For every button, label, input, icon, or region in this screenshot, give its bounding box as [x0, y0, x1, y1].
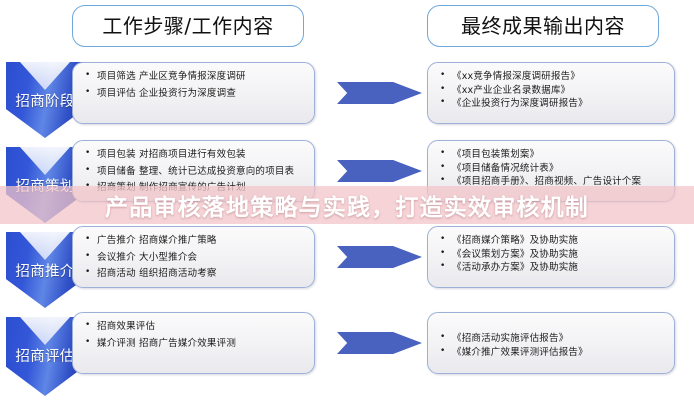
output-content-box-1: 《xx竞争情报深度调研报告》 《xx产业企业名录数据库》 《企业投资行为深度调研… — [427, 62, 675, 124]
stage-arrow-1-label: 招商阶段 — [15, 94, 75, 110]
work-content-box-3: 广告推介 招商媒介推广策略 会议推介 大小型推介会 招商活动 组织招商活动考察 — [72, 226, 315, 288]
list-item: 招商活动 组织招商活动考察 — [85, 268, 304, 279]
output-content-box-3: 《招商媒介策略》及协助实施 《会议策划方案》及协助实施 《活动承办方案》及协助实… — [427, 226, 675, 288]
list-item: 《招商活动实施评估报告》 — [440, 333, 664, 344]
stage-arrow-4-label: 招商评估 — [15, 349, 75, 365]
list-item: 《媒介推广效果评测评估报告》 — [440, 347, 664, 358]
overlay-title-text: 产品审核落地策略与实践，打造实效审核机制 — [105, 195, 589, 221]
flow-arrow-right-1 — [337, 82, 422, 104]
stage-arrow-1: 招商阶段 — [6, 62, 84, 138]
list-item: 《项目招商手册》、招商视频、广告设计个案 — [440, 176, 664, 187]
list-item: 媒介评测 招商广告媒介效果评测 — [85, 338, 304, 349]
list-item: 《活动承办方案》及协助实施 — [440, 262, 664, 273]
work-list-3: 广告推介 招商媒介推广策略 会议推介 大小型推介会 招商活动 组织招商活动考察 — [85, 235, 304, 279]
work-content-box-4: 招商效果评估 媒介评测 招商广告媒介效果评测 — [72, 312, 315, 374]
list-item: 《项目储备情况统计表》 — [440, 163, 664, 174]
list-item: 招商效果评估 — [85, 321, 304, 332]
output-list-2: 《项目包装策划案》 《项目储备情况统计表》 《项目招商手册》、招商视频、广告设计… — [440, 149, 664, 187]
list-item: 项目筛选 产业区竞争情报深度调研 — [85, 71, 304, 82]
work-content-box-1: 项目筛选 产业区竞争情报深度调研 项目评估 企业投资行为深度调查 — [72, 62, 315, 124]
work-list-4: 招商效果评估 媒介评测 招商广告媒介效果评测 — [85, 321, 304, 349]
list-item: 项目储备 整理、统计已达成投资意向的项目表 — [85, 166, 304, 177]
list-item: 《xx竞争情报深度调研报告》 — [440, 71, 664, 82]
list-item: 《企业投资行为深度调研报告》 — [440, 98, 664, 109]
flow-arrow-right-4 — [337, 332, 422, 354]
header-work-steps: 工作步骤/工作内容 — [72, 5, 304, 47]
stage-arrow-3-label: 招商推介 — [15, 264, 75, 280]
list-item: 《项目包装策划案》 — [440, 149, 664, 160]
list-item: 《会议策划方案》及协助实施 — [440, 249, 664, 260]
output-list-3: 《招商媒介策略》及协助实施 《会议策划方案》及协助实施 《活动承办方案》及协助实… — [440, 235, 664, 273]
output-list-1: 《xx竞争情报深度调研报告》 《xx产业企业名录数据库》 《企业投资行为深度调研… — [440, 71, 664, 109]
list-item: 项目评估 企业投资行为深度调查 — [85, 88, 304, 99]
list-item: 会议推介 大小型推介会 — [85, 252, 304, 263]
flow-arrow-right-3 — [337, 246, 422, 268]
list-item: 《xx产业企业名录数据库》 — [440, 85, 664, 96]
output-list-4: 《招商活动实施评估报告》 《媒介推广效果评测评估报告》 — [440, 322, 664, 357]
list-item: 广告推介 招商媒介推广策略 — [85, 235, 304, 246]
flow-arrow-right-2 — [337, 160, 422, 182]
list-item: 项目包装 对招商项目进行有效包装 — [85, 149, 304, 160]
output-content-box-4: 《招商活动实施评估报告》 《媒介推广效果评测评估报告》 — [427, 312, 675, 374]
work-list-1: 项目筛选 产业区竞争情报深度调研 项目评估 企业投资行为深度调查 — [85, 71, 304, 99]
stage-arrow-3: 招商推介 — [6, 232, 84, 308]
header-final-output: 最终成果输出内容 — [427, 5, 659, 47]
list-item: 《招商媒介策略》及协助实施 — [440, 235, 664, 246]
